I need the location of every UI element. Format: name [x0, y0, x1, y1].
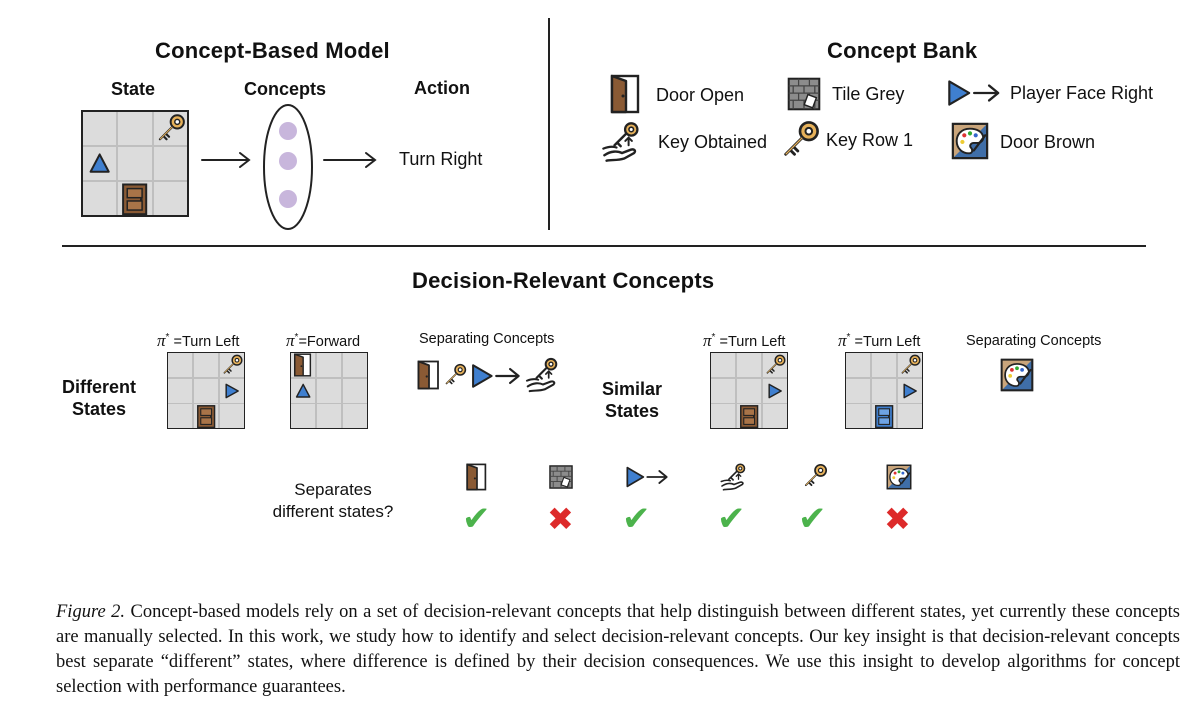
key-icon [154, 112, 187, 145]
concepts-label: Concepts [244, 79, 327, 99]
similar-states-label: Similar States [601, 379, 663, 421]
key-icon [220, 353, 244, 377]
concept-bank-item: Player Face Right [1010, 83, 1154, 103]
concept-dot [279, 152, 297, 170]
check-mark-icon: ✔ [717, 499, 746, 539]
door-blue-icon [872, 404, 896, 428]
decision-relevant-title: Decision-Relevant Concepts [412, 268, 715, 293]
vertical-divider [548, 18, 550, 230]
cross-mark-icon: ✖ [884, 500, 911, 538]
paint-palette-icon [1000, 358, 1034, 392]
action-value: Turn Right [399, 149, 483, 169]
door-open-icon [291, 353, 315, 377]
state-grid [81, 110, 189, 217]
concept-bank-item: Key Obtained [658, 132, 768, 152]
check-mark-icon: ✔ [798, 499, 827, 539]
key-icon [898, 353, 922, 377]
arrow-right-icon [323, 152, 377, 168]
caption-text: Concept-based models rely on a set of de… [56, 602, 1180, 697]
arrow-right-icon [201, 152, 251, 168]
policy-label: π* =Turn Left [157, 331, 240, 350]
key-icon [801, 462, 829, 490]
door-open-icon [463, 463, 491, 491]
player-triangle-icon [83, 147, 116, 180]
brick-wall-icon [786, 76, 822, 112]
cross-mark-icon: ✖ [547, 500, 574, 538]
triangle-arrow-right-icon [946, 78, 1004, 108]
concept-based-model-title: Concept-Based Model [155, 38, 390, 63]
state-grid [710, 352, 788, 429]
check-mark-icon: ✔ [622, 499, 651, 539]
key-icon [442, 362, 468, 388]
concept-bank-item: Door Brown [1000, 132, 1096, 152]
concept-bank-item: Tile Grey [832, 84, 905, 104]
state-grid [167, 352, 245, 429]
policy-label: π* =Turn Left [703, 331, 786, 350]
different-states-label: Different States [61, 377, 136, 419]
paint-palette-icon [951, 122, 989, 160]
hand-key-icon [719, 462, 749, 492]
state-grid [290, 352, 368, 429]
separating-concepts-label: Separating Concepts [419, 331, 555, 347]
key-icon [778, 118, 822, 162]
door-icon [118, 182, 151, 215]
player-triangle-icon [291, 379, 315, 403]
hand-key-icon [600, 120, 644, 164]
state-grid [845, 352, 923, 429]
concept-dot [279, 122, 297, 140]
concept-dot [279, 190, 297, 208]
separating-concepts-label: Separating Concepts [966, 333, 1102, 349]
door-open-icon [606, 74, 646, 114]
player-triangle-icon [220, 379, 244, 403]
player-triangle-icon [763, 379, 787, 403]
horizontal-divider [62, 245, 1146, 247]
hand-key-icon [524, 356, 562, 394]
door-icon [194, 404, 218, 428]
concept-bank-item: Door Open [656, 85, 745, 105]
brick-wall-icon [548, 464, 574, 490]
concept-bank-item: Key Row 1 [826, 130, 914, 150]
concept-bank-title: Concept Bank [827, 38, 978, 63]
check-mark-icon: ✔ [462, 499, 491, 539]
action-label: Action [414, 78, 470, 98]
player-triangle-icon [898, 379, 922, 403]
concepts-ellipse [263, 104, 313, 230]
key-icon [763, 353, 787, 377]
triangle-arrow-right-icon [624, 465, 672, 489]
figure-caption: Figure 2. Concept-based models rely on a… [56, 600, 1180, 700]
policy-label: π* =Turn Left [838, 331, 921, 350]
policy-label: π*=Forward [286, 331, 361, 350]
caption-label: Figure 2. [56, 602, 126, 622]
state-label: State [111, 79, 156, 99]
door-open-icon [414, 360, 444, 390]
triangle-arrow-right-icon [470, 362, 524, 390]
door-icon [737, 404, 761, 428]
paint-palette-icon [886, 464, 912, 490]
separates-question: Separates different states? [272, 480, 394, 521]
